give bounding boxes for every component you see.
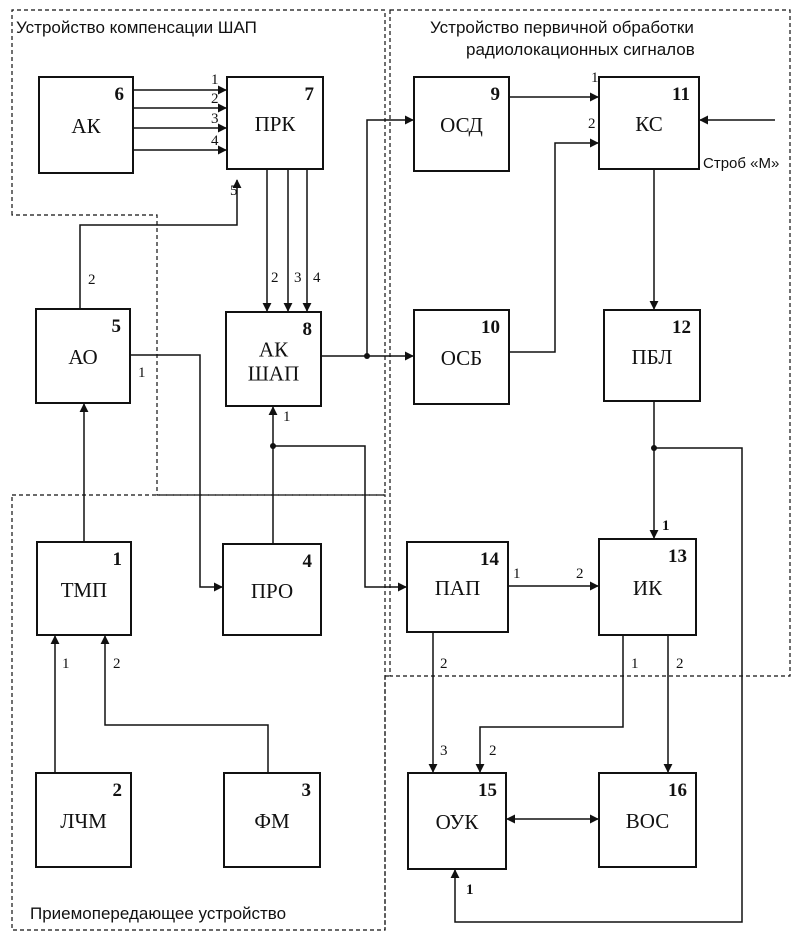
port-label: 1 — [283, 409, 291, 425]
port-label: 4 — [313, 270, 321, 286]
block-10-osb: 10 ОСБ — [413, 309, 510, 405]
region-label-transceiver: Приемопередающее устройство — [30, 904, 286, 924]
block-6-ak: 6 АК — [38, 76, 134, 174]
port-label: 1 — [211, 72, 219, 88]
block-number: 7 — [305, 84, 315, 106]
block-11-ks: 11 КС — [598, 76, 700, 170]
block-3-fm: 3 ФМ — [223, 772, 321, 868]
block-name: ОУК — [409, 810, 505, 834]
port-label: 2 — [88, 272, 96, 288]
block-number: 13 — [668, 546, 687, 568]
port-label: 2 — [440, 656, 448, 672]
block-15-ouk: 15 ОУК — [407, 772, 507, 870]
region-label-sha: Устройство компенсации ШАП — [16, 18, 257, 38]
block-16-vos: 16 ВОС — [598, 772, 697, 868]
port-label: 2 — [211, 91, 219, 107]
wire-osb-ks-2 — [510, 143, 598, 352]
block-7-prk: 7 ПРК — [226, 76, 324, 170]
block-number: 1 — [113, 549, 123, 571]
block-14-pap: 14 ПАП — [406, 541, 509, 633]
block-4-pro: 4 ПРО — [222, 543, 322, 636]
block-name: КС — [600, 112, 698, 136]
block-number: 6 — [115, 84, 125, 106]
block-9-osd: 9 ОСД — [413, 76, 510, 172]
block-1-tmp: 1 ТМП — [36, 541, 132, 636]
block-13-ik: 13 ИК — [598, 538, 697, 636]
block-number: 9 — [491, 84, 501, 106]
block-name: ВОС — [600, 809, 695, 833]
block-number: 5 — [112, 316, 122, 338]
block-name: ЛЧМ — [37, 809, 130, 833]
port-label: 2 — [588, 116, 596, 132]
block-name: ПБЛ — [605, 345, 699, 369]
block-number: 2 — [113, 780, 123, 802]
block-number: 4 — [303, 551, 313, 573]
junction-pbl-out — [651, 445, 657, 451]
port-label: 2 — [489, 743, 497, 759]
block-name: ОСБ — [415, 346, 508, 370]
block-name: ФМ — [225, 809, 319, 833]
block-name: АО — [37, 345, 129, 369]
block-name: ПРК — [228, 112, 322, 136]
block-number: 16 — [668, 780, 687, 802]
block-number: 15 — [478, 780, 497, 802]
block-name: ПРО — [224, 579, 320, 603]
port-label: 2 — [271, 270, 279, 286]
port-label: 2 — [113, 656, 121, 672]
block-12-pbl: 12 ПБЛ — [603, 309, 701, 402]
port-label: 3 — [440, 743, 448, 759]
port-label: 1 — [466, 882, 474, 898]
junction-pro-out — [270, 443, 276, 449]
port-label: 3 — [211, 111, 219, 127]
block-name: ИК — [600, 576, 695, 600]
port-label: 2 — [676, 656, 684, 672]
port-label: 5 — [230, 183, 238, 199]
region-label-primary-2: радиолокационных сигналов — [466, 40, 695, 60]
region-label-primary-1: Устройство первичной обработки — [430, 18, 694, 38]
block-name: ПАП — [408, 576, 507, 600]
block-name: АК — [40, 114, 132, 138]
block-number: 3 — [302, 780, 312, 802]
block-8-ak-shap: 8 АК ШАП — [225, 311, 322, 407]
port-label: 3 — [294, 270, 302, 286]
wire-ik-ouk-2 — [480, 636, 623, 772]
block-number: 11 — [672, 84, 690, 106]
port-label: 2 — [576, 566, 584, 582]
port-label: 1 — [62, 656, 70, 672]
port-label: 1 — [662, 518, 670, 534]
region-border-bottom-right — [385, 676, 392, 930]
block-number: 10 — [481, 317, 500, 339]
block-name: ТМП — [38, 578, 130, 602]
wire-ao-pro — [131, 355, 222, 587]
junction-ak8-out — [364, 353, 370, 359]
block-5-ao: 5 АО — [35, 308, 131, 404]
strobe-label: Строб «М» — [703, 155, 779, 172]
port-label: 4 — [211, 133, 219, 149]
port-label: 1 — [591, 70, 599, 86]
block-name: ОСД — [415, 113, 508, 137]
port-label: 1 — [138, 365, 146, 381]
block-2-lchm: 2 ЛЧМ — [35, 772, 132, 868]
port-label: 1 — [631, 656, 639, 672]
block-number: 14 — [480, 549, 499, 571]
block-number: 12 — [672, 317, 691, 339]
wire-ao-prk-5 — [80, 180, 237, 308]
port-label: 1 — [513, 566, 521, 582]
block-name: АК ШАП — [227, 337, 320, 385]
wire-fm-tmp-2 — [105, 636, 268, 772]
